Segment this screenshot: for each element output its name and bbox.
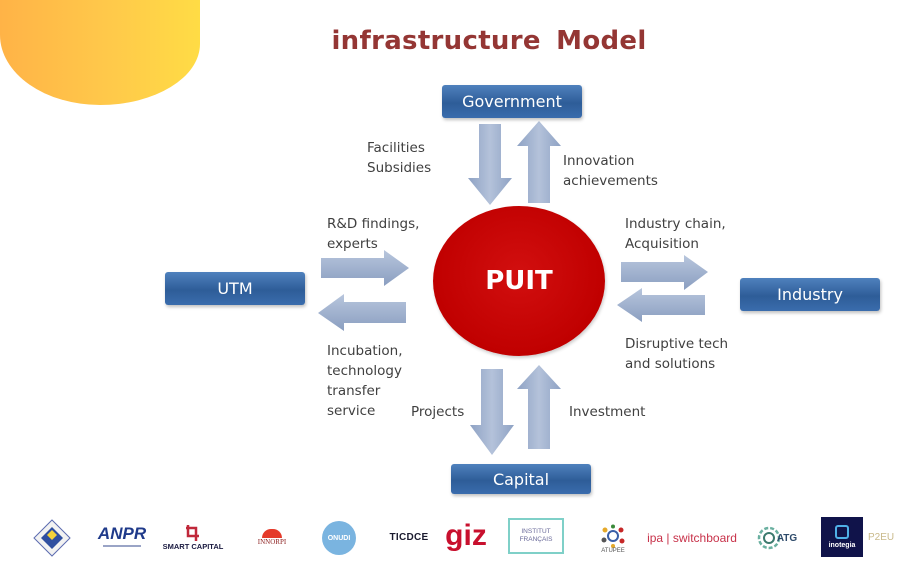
node-capital-label: Capital <box>492 469 550 489</box>
arrow-hub-to-utm <box>318 294 406 331</box>
node-government: Government <box>442 85 582 118</box>
logo-ticdce: TICDCE <box>386 530 432 544</box>
arrow-capital-to-hub <box>517 365 561 449</box>
label-hub-to-gov: Innovation achievements <box>563 153 658 189</box>
node-utm: UTM <box>165 272 305 305</box>
page-title: infrastructure Model <box>331 26 647 56</box>
logo-inotegia-text: inotegia <box>828 542 856 549</box>
node-industry-label: Industry <box>777 285 843 304</box>
logo-innorpi-text: INNORPI <box>257 537 287 546</box>
logo-p2eu-text: P2EU <box>868 531 895 543</box>
label-gov-to-hub: Facilities Subsidies <box>367 140 432 176</box>
logo-atupee-text: ATUPEE <box>601 548 625 554</box>
logo-atupee: ATUPEE <box>596 520 630 558</box>
decorative-blob <box>0 0 200 105</box>
node-capital: Capital <box>451 464 591 494</box>
logo-inotegia: inotegia <box>821 517 863 557</box>
label-utm-to-hub: R&D findings, experts <box>327 216 420 252</box>
diamond-emblem-icon <box>33 519 71 557</box>
logo-institut-francais-text: INSTITUT FRANÇAIS <box>519 528 553 543</box>
logo-ipa-switchboard: ipa | switchboard <box>647 522 737 554</box>
logo-atg-text: ATG <box>776 532 798 544</box>
logo-giz: giz <box>442 516 490 556</box>
atg-icon <box>757 526 781 550</box>
logo-smart-capital: SMART CAPITAL <box>160 518 226 556</box>
label-hub-to-capital: Projects <box>411 404 465 420</box>
label-capital-to-hub: Investment <box>569 404 646 420</box>
arrow-industry-to-hub <box>617 288 705 322</box>
hub-label: PUIT <box>485 266 553 296</box>
logo-onudi-text: ONUDI <box>327 534 351 542</box>
smart-capital-icon <box>186 524 199 541</box>
logo-smart-capital-text: SMART CAPITAL <box>162 541 224 551</box>
logo-ipa-switchboard-text: ipa | switchboard <box>647 531 737 545</box>
arrow-utm-to-hub <box>321 250 409 286</box>
logo-ticdce-text: TICDCE <box>389 531 429 543</box>
partner-logos: ANPR SMART CAPITAL INNORPI ONUDI TICDCE … <box>0 512 903 562</box>
logo-atg: ATG <box>752 522 802 554</box>
logo-onudi: ONUDI <box>322 521 356 555</box>
node-industry: Industry <box>740 278 880 311</box>
logo-institut-francais: INSTITUT FRANÇAIS <box>508 518 564 554</box>
arrow-gov-to-hub <box>468 124 512 205</box>
label-industry-to-hub: Disruptive tech and solutions <box>625 336 729 372</box>
arrow-hub-to-capital <box>470 369 514 455</box>
logo-anpr: ANPR <box>97 520 147 550</box>
arrow-hub-to-gov <box>517 121 561 203</box>
logo-anpr-text: ANPR <box>97 523 147 543</box>
logo-giz-text: giz <box>445 519 487 552</box>
hub-puit: PUIT <box>433 206 605 356</box>
logo-diamond-emblem <box>32 518 72 558</box>
logo-innorpi: INNORPI <box>248 524 296 550</box>
atupee-icon <box>601 524 625 548</box>
label-hub-to-industry: Industry chain, Acquisition <box>625 216 726 252</box>
label-hub-to-utm: Incubation, technology transfer service <box>327 343 403 419</box>
arrow-hub-to-industry <box>621 255 708 290</box>
logo-p2eu: P2EU <box>868 526 902 548</box>
node-utm-label: UTM <box>217 279 253 298</box>
node-government-label: Government <box>462 92 562 111</box>
